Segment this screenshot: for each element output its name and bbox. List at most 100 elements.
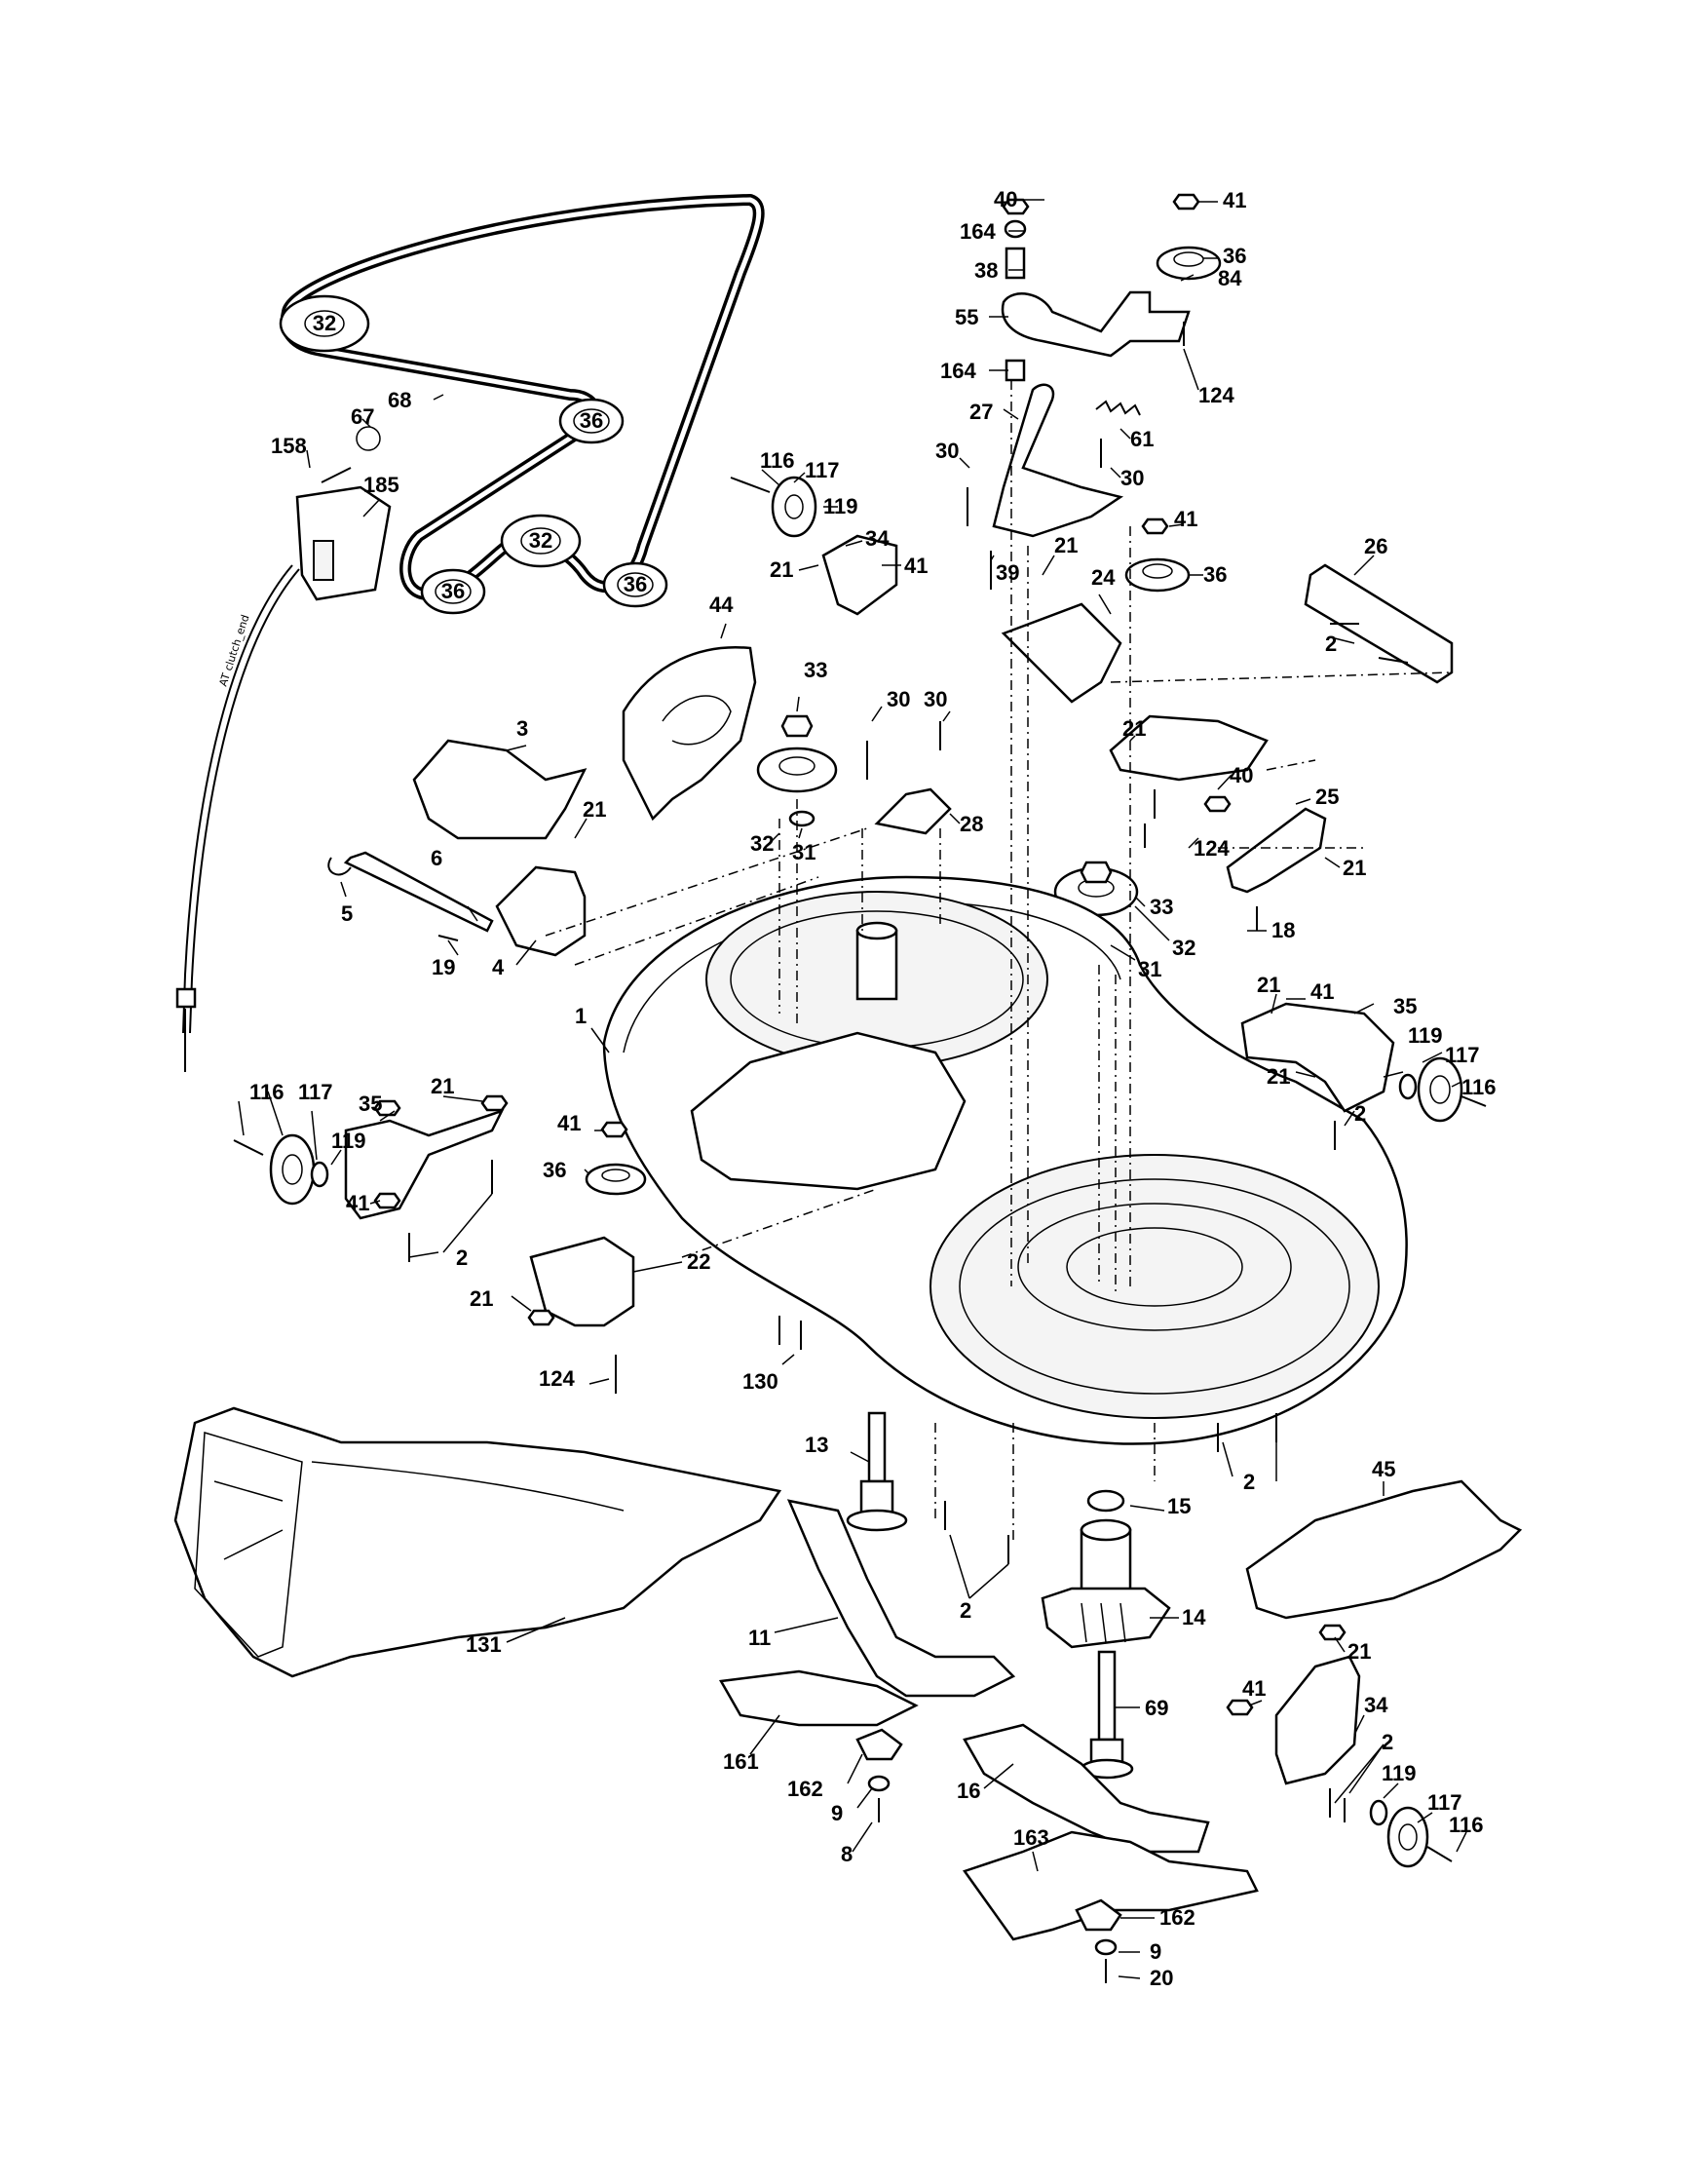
label: 21 bbox=[1347, 1639, 1371, 1664]
spring-61 bbox=[1095, 400, 1141, 416]
bracket-28 bbox=[874, 787, 952, 835]
label: 35 bbox=[1393, 994, 1417, 1018]
label: 41 bbox=[346, 1191, 369, 1215]
label: 161 bbox=[723, 1749, 759, 1774]
label: 31 bbox=[792, 840, 816, 864]
label: 69 bbox=[1145, 1696, 1168, 1720]
label: 32 bbox=[1172, 936, 1195, 960]
clutch-bracket-185 bbox=[295, 467, 392, 601]
label: 21 bbox=[770, 557, 793, 582]
rod-26 bbox=[1304, 563, 1454, 684]
label: 21 bbox=[583, 797, 606, 822]
label: 44 bbox=[709, 593, 734, 617]
label: 2 bbox=[1325, 632, 1337, 656]
label: 13 bbox=[805, 1433, 828, 1457]
label: 2 bbox=[456, 1245, 468, 1270]
nut-21-left-b bbox=[480, 1094, 509, 1112]
leader-lines bbox=[238, 199, 1467, 1979]
label: 21 bbox=[1054, 533, 1078, 557]
belt-pulley-label: 36 bbox=[580, 408, 603, 433]
label: 30 bbox=[935, 439, 959, 463]
label: 164 bbox=[960, 219, 996, 244]
belt-pulley-label: 36 bbox=[441, 579, 465, 603]
blade-161 bbox=[718, 1669, 919, 1727]
idler-pulley-117-right bbox=[1398, 1056, 1487, 1123]
label: 21 bbox=[1267, 1064, 1290, 1089]
label: 26 bbox=[1364, 534, 1387, 558]
nut-40-mid bbox=[1203, 795, 1232, 813]
washer-15 bbox=[1086, 1489, 1125, 1513]
label: 119 bbox=[1408, 1023, 1443, 1048]
label: 130 bbox=[742, 1369, 778, 1394]
blade-adapter-16 bbox=[963, 1723, 1210, 1854]
label: 36 bbox=[543, 1158, 566, 1182]
alignment-lines bbox=[545, 380, 1453, 1540]
label: 33 bbox=[804, 658, 827, 682]
label: 116 bbox=[1461, 1075, 1497, 1099]
label: 1 bbox=[575, 1004, 587, 1028]
spindle-housing-14 bbox=[1041, 1518, 1171, 1649]
spindle-shaft-69 bbox=[1080, 1650, 1134, 1780]
label: 131 bbox=[466, 1632, 502, 1657]
label: 40 bbox=[1230, 763, 1253, 787]
label: 2 bbox=[1382, 1730, 1393, 1754]
label: 40 bbox=[994, 187, 1017, 211]
label: 41 bbox=[1223, 188, 1246, 212]
bracket-35-left bbox=[344, 1108, 505, 1220]
idler-pulley-117-left bbox=[233, 1133, 329, 1206]
bracket-35-right bbox=[1240, 1002, 1395, 1113]
label: 116 bbox=[760, 448, 795, 473]
belt-pulley-36-right: 36 bbox=[558, 398, 625, 444]
discharge-chute-131 bbox=[173, 1406, 782, 1678]
nut-41-top bbox=[1172, 193, 1200, 211]
bracket-3 bbox=[412, 739, 588, 840]
label: 36 bbox=[1223, 244, 1246, 268]
label: 2 bbox=[1243, 1470, 1255, 1494]
label: 25 bbox=[1315, 785, 1339, 809]
washer-162-left bbox=[855, 1728, 903, 1761]
belt-pulley-32-center: 32 bbox=[500, 514, 582, 568]
label: 67 bbox=[351, 404, 374, 429]
label: 158 bbox=[271, 434, 307, 458]
bushing-164 bbox=[1005, 359, 1026, 382]
label: 117 bbox=[298, 1080, 333, 1104]
label: 21 bbox=[1343, 856, 1366, 880]
label: 21 bbox=[1257, 973, 1280, 997]
blade-adapter-11 bbox=[786, 1499, 1016, 1698]
nut-41-lower bbox=[1226, 1699, 1254, 1716]
spring-clip-5 bbox=[327, 857, 352, 876]
label: 116 bbox=[249, 1080, 284, 1104]
label: 117 bbox=[1445, 1043, 1480, 1067]
label: 20 bbox=[1150, 1966, 1173, 1990]
label: 41 bbox=[1242, 1676, 1266, 1701]
label: 19 bbox=[432, 955, 455, 979]
clutch-cable-152: AT clutch_end bbox=[175, 564, 300, 1072]
bracket-24 bbox=[1001, 602, 1122, 704]
bracket-4 bbox=[495, 865, 587, 957]
label: 14 bbox=[1182, 1605, 1206, 1629]
label: 117 bbox=[1427, 1790, 1462, 1815]
label: 61 bbox=[1130, 427, 1154, 451]
label: 31 bbox=[1138, 957, 1161, 981]
label: 117 bbox=[805, 458, 840, 482]
belt-guard-44 bbox=[622, 646, 757, 822]
cover-45 bbox=[1245, 1479, 1523, 1620]
label: 5 bbox=[341, 901, 353, 926]
nut-41-upper bbox=[1141, 517, 1169, 535]
label: 164 bbox=[940, 359, 976, 383]
label: 68 bbox=[388, 388, 411, 412]
pulley-32-left bbox=[756, 714, 838, 827]
washer-9-right bbox=[1094, 1938, 1118, 1956]
label: 116 bbox=[1449, 1813, 1484, 1837]
label: 18 bbox=[1271, 918, 1295, 942]
label: 32 bbox=[750, 831, 774, 856]
label: 21 bbox=[1122, 716, 1146, 741]
label: 185 bbox=[363, 473, 399, 497]
nut-21-lower bbox=[1318, 1624, 1347, 1641]
pulley-36-upper bbox=[1124, 557, 1191, 593]
label: 2 bbox=[960, 1598, 971, 1623]
label: 36 bbox=[1203, 562, 1227, 587]
idler-arm-55 bbox=[1001, 290, 1191, 358]
blade-163 bbox=[962, 1830, 1259, 1941]
